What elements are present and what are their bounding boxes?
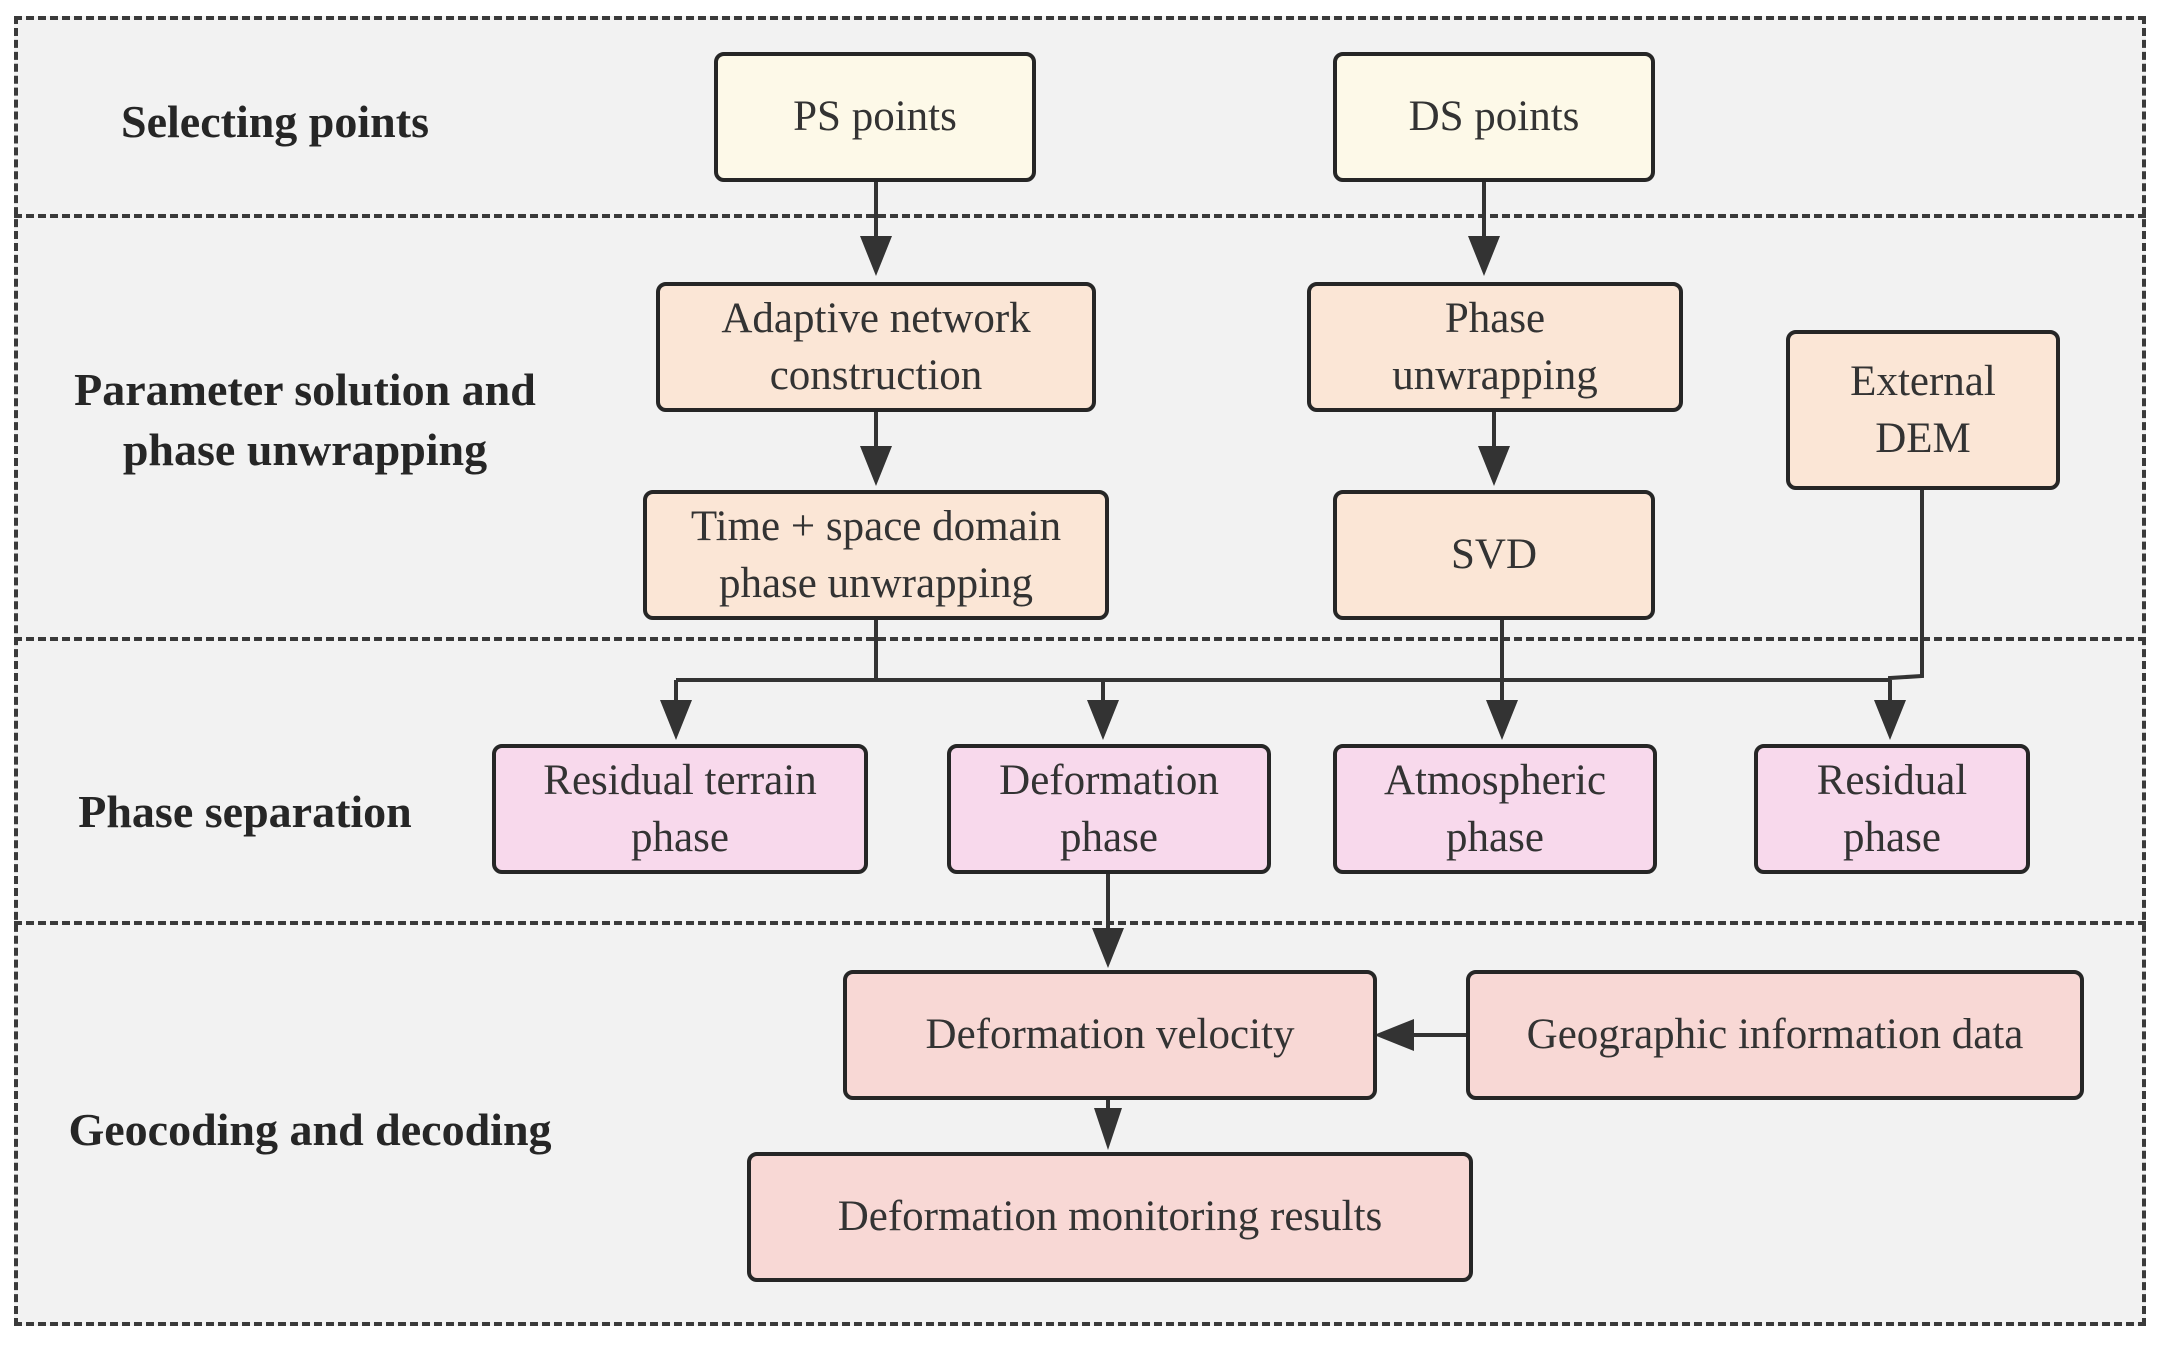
arrowhead-unwrapping	[1468, 236, 1500, 276]
arrowhead-terrain	[660, 700, 692, 740]
node-ps-points: PS points	[714, 52, 1036, 182]
arrowhead-svd	[1478, 446, 1510, 486]
arrowhead-timespace	[860, 446, 892, 486]
arrowhead-residual	[1874, 700, 1906, 740]
arrowhead-velocity-left	[1374, 1019, 1414, 1051]
stage-divider-3	[14, 921, 2146, 925]
stage-label-parameter-solution: Parameter solution and phase unwrapping	[74, 364, 536, 475]
stage-divider-1	[14, 214, 2146, 218]
arrowhead-adaptive	[860, 236, 892, 276]
node-atmospheric-phase: Atmospheric phase	[1333, 744, 1657, 874]
node-phase-unwrapping: Phase unwrapping	[1307, 282, 1683, 412]
node-deformation-velocity: Deformation velocity	[843, 970, 1377, 1100]
node-residual-terrain-phase: Residual terrain phase	[492, 744, 868, 874]
arrowhead-velocity	[1092, 928, 1124, 968]
stage-divider-2	[14, 637, 2146, 641]
arrowhead-deformation	[1087, 700, 1119, 740]
node-geographic-information: Geographic information data	[1466, 970, 2084, 1100]
arrowhead-results	[1094, 1108, 1122, 1150]
diagram-frame	[14, 16, 2146, 1326]
node-ds-points: DS points	[1333, 52, 1655, 182]
stage-label-geocoding: Geocoding and decoding	[68, 1104, 552, 1155]
node-adaptive-network: Adaptive network construction	[656, 282, 1096, 412]
node-deformation-phase: Deformation phase	[947, 744, 1271, 874]
node-svd: SVD	[1333, 490, 1655, 620]
node-time-space-unwrapping: Time + space domain phase unwrapping	[643, 490, 1109, 620]
node-residual-phase: Residual phase	[1754, 744, 2030, 874]
arrowhead-atmospheric	[1486, 700, 1518, 740]
edge-dem-to-residual	[1888, 490, 1924, 706]
stage-label-selecting-points: Selecting points	[121, 96, 429, 147]
node-external-dem: External DEM	[1786, 330, 2060, 490]
stage-label-phase-separation: Phase separation	[78, 786, 412, 837]
node-deformation-monitoring-results: Deformation monitoring results	[747, 1152, 1473, 1282]
